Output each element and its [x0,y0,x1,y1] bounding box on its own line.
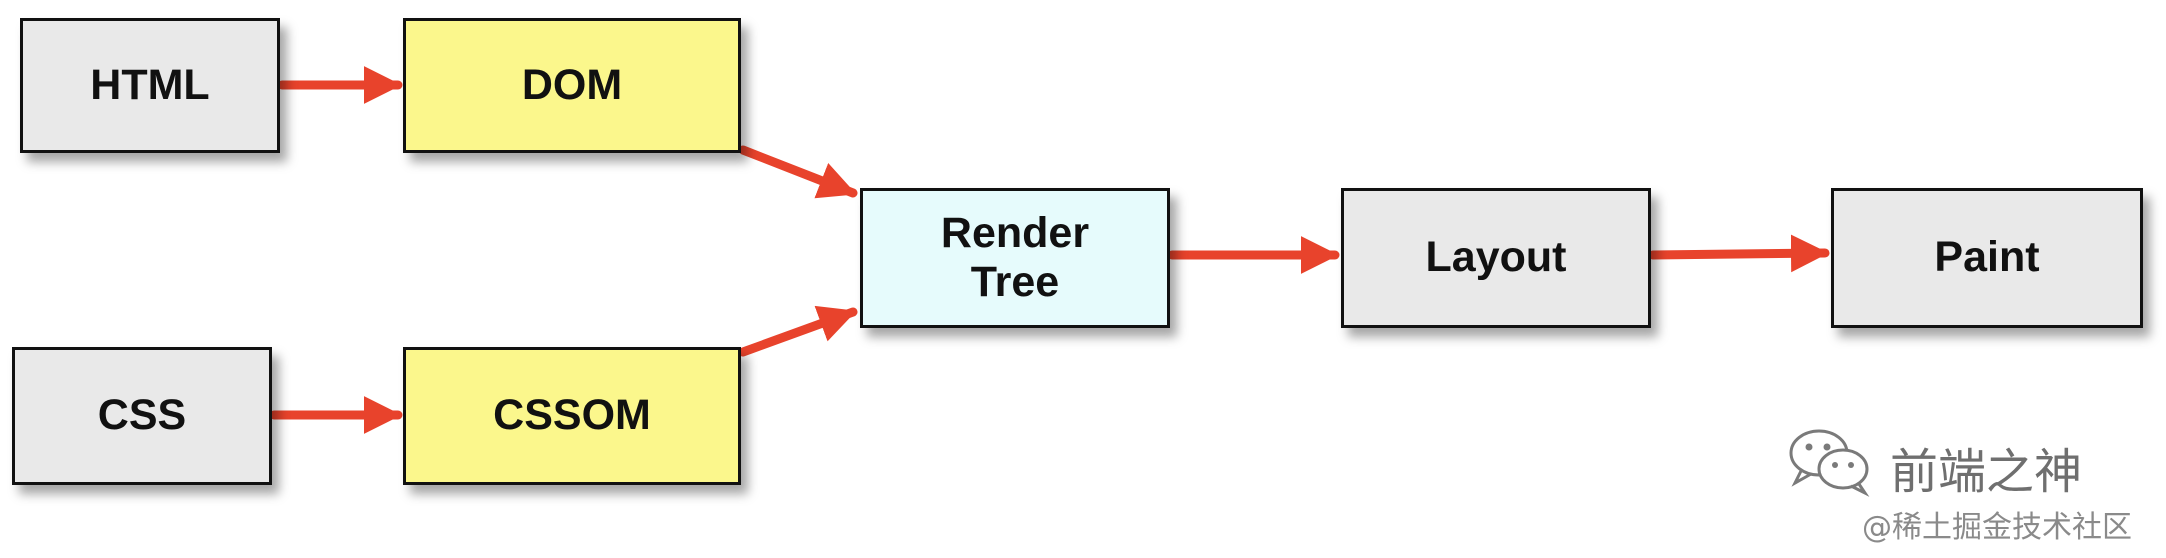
cssom-label: CSSOM [493,391,651,440]
arrow-layout-to-paint [1648,234,1830,273]
watermark-author: 前端之神 [1890,444,2083,500]
html-box: HTML [20,18,280,153]
render-tree-label: Render Tree [940,208,1090,306]
html-label: HTML [90,60,210,109]
dom-label: DOM [521,60,623,109]
paint-label: Paint [1934,233,2040,282]
wechat-icon [1789,429,1870,497]
layout-box: Layout [1341,188,1651,328]
dom-box: DOM [403,18,741,153]
arrow-dom-to-render [738,145,858,199]
css-label: CSS [97,391,187,440]
layout-label: Layout [1425,233,1567,282]
paint-box: Paint [1831,188,2143,328]
css-box: CSS [12,347,272,485]
cssom-box: CSSOM [403,347,741,485]
arrow-cssom-to-render [738,305,858,357]
watermark-site: @稀土掘金技术社区 [1862,510,2132,545]
render-tree-box: Render Tree [860,188,1170,328]
